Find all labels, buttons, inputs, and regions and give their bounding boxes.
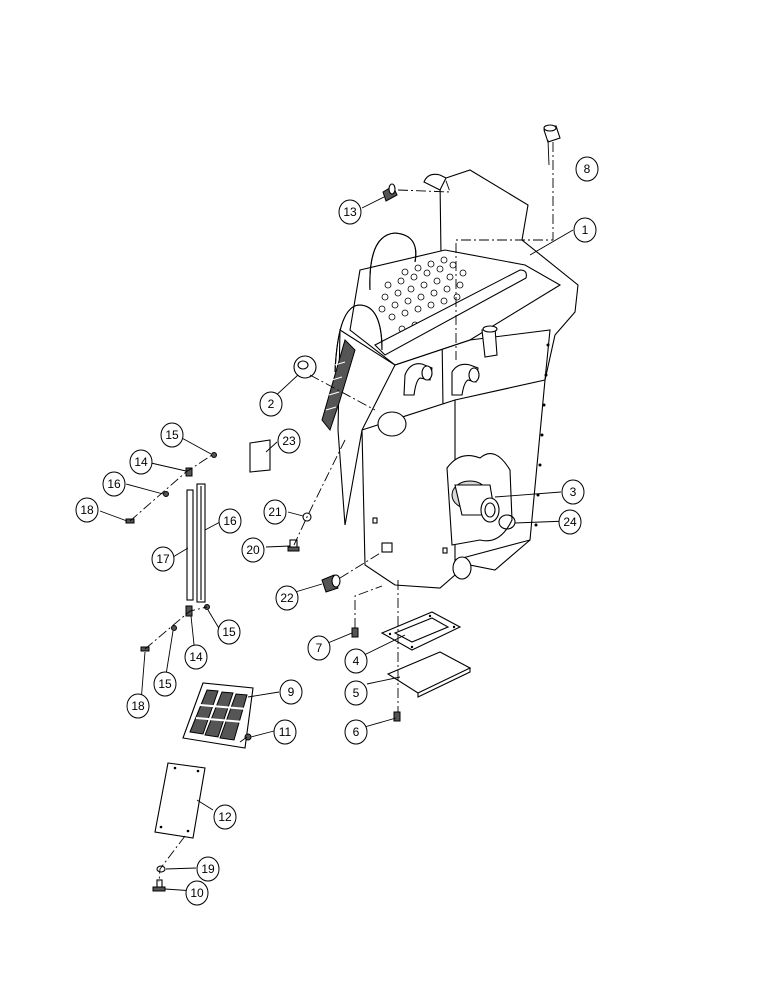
callout-12: 12	[213, 804, 237, 830]
nut-15-a	[211, 452, 217, 458]
callout-label: 24	[563, 515, 577, 529]
callout-11: 11	[273, 719, 297, 745]
callout-label: 18	[80, 503, 94, 517]
callout-label: 12	[218, 810, 232, 824]
callout-10: 10	[185, 880, 209, 906]
callout-label: 8	[584, 162, 591, 176]
cover-plate-5	[386, 651, 472, 698]
callout-14-b: 14	[184, 644, 208, 670]
callout-24: 24	[558, 509, 582, 535]
callout-label: 16	[223, 514, 237, 528]
callout-label: 15	[222, 625, 236, 639]
filter-element	[451, 480, 500, 523]
callout-13: 13	[338, 199, 362, 225]
callout-18-a: 18	[75, 497, 99, 523]
callout-label: 2	[268, 397, 275, 411]
callout-label: 4	[353, 654, 360, 668]
rail-16	[196, 483, 206, 603]
callout-label: 15	[158, 677, 172, 691]
callout-label: 16	[107, 477, 121, 491]
callout-label: 11	[279, 725, 292, 739]
callout-label: 23	[282, 434, 296, 448]
callout-label: 7	[316, 641, 323, 655]
callout-label: 5	[353, 686, 360, 700]
vent-holes	[378, 256, 467, 333]
assembly-lines	[129, 142, 554, 883]
callout-label: 13	[343, 205, 357, 219]
bolt-10	[152, 879, 166, 892]
callout-16-a: 16	[102, 471, 126, 497]
callout-label: 19	[201, 862, 215, 876]
callout-label: 10	[190, 886, 204, 900]
clip-14-bottom	[185, 605, 193, 617]
washer-19	[156, 865, 166, 873]
callout-8: 8	[575, 156, 599, 182]
bolt-7	[351, 627, 359, 638]
callout-6: 6	[344, 719, 368, 745]
callout-4: 4	[344, 648, 368, 674]
callout-label: 1	[582, 223, 589, 237]
callout-14-a: 14	[129, 449, 153, 475]
bolt-20	[287, 539, 300, 552]
decal-23	[249, 439, 271, 473]
rail-17	[186, 489, 194, 601]
fitting-13	[382, 183, 398, 202]
callout-label: 21	[268, 505, 282, 519]
bushing-22	[321, 574, 341, 593]
callout-21: 21	[263, 499, 287, 525]
callout-label: 22	[280, 591, 294, 605]
callout-label: 15	[165, 428, 179, 442]
callout-label: 6	[353, 725, 360, 739]
main-enclosure	[321, 169, 579, 589]
callout-1: 1	[573, 217, 597, 243]
callout-label: 3	[570, 485, 577, 499]
callout-9: 9	[279, 679, 303, 705]
nut-11	[244, 733, 252, 741]
callout-label: 9	[288, 685, 295, 699]
callout-15-c: 15	[153, 671, 177, 697]
callout-15-b: 15	[217, 619, 241, 645]
bolt-6	[393, 711, 401, 722]
callout-label: 18	[131, 699, 145, 713]
callout-22: 22	[275, 585, 299, 611]
callout-2: 2	[259, 391, 283, 417]
cap-2	[293, 355, 317, 379]
nut-15-b	[163, 491, 169, 497]
callout-3: 3	[561, 479, 585, 505]
callout-23: 23	[277, 428, 301, 454]
breather-cap	[543, 124, 561, 143]
callout-20: 20	[241, 537, 265, 563]
callout-16-b: 16	[218, 508, 242, 534]
callout-label: 14	[134, 455, 148, 469]
callout-5: 5	[344, 680, 368, 706]
callout-label: 14	[189, 650, 203, 664]
step-grille-9	[182, 682, 254, 749]
callout-label: 20	[246, 543, 260, 557]
plate-12	[154, 762, 206, 839]
callout-label: 17	[156, 552, 170, 566]
callout-18-b: 18	[126, 693, 150, 719]
gasket-4	[380, 611, 462, 651]
callout-19: 19	[196, 856, 220, 882]
nut-15-d	[171, 625, 177, 631]
callout-15-a: 15	[160, 422, 184, 448]
callout-17: 17	[151, 546, 175, 572]
callout-7: 7	[307, 635, 331, 661]
